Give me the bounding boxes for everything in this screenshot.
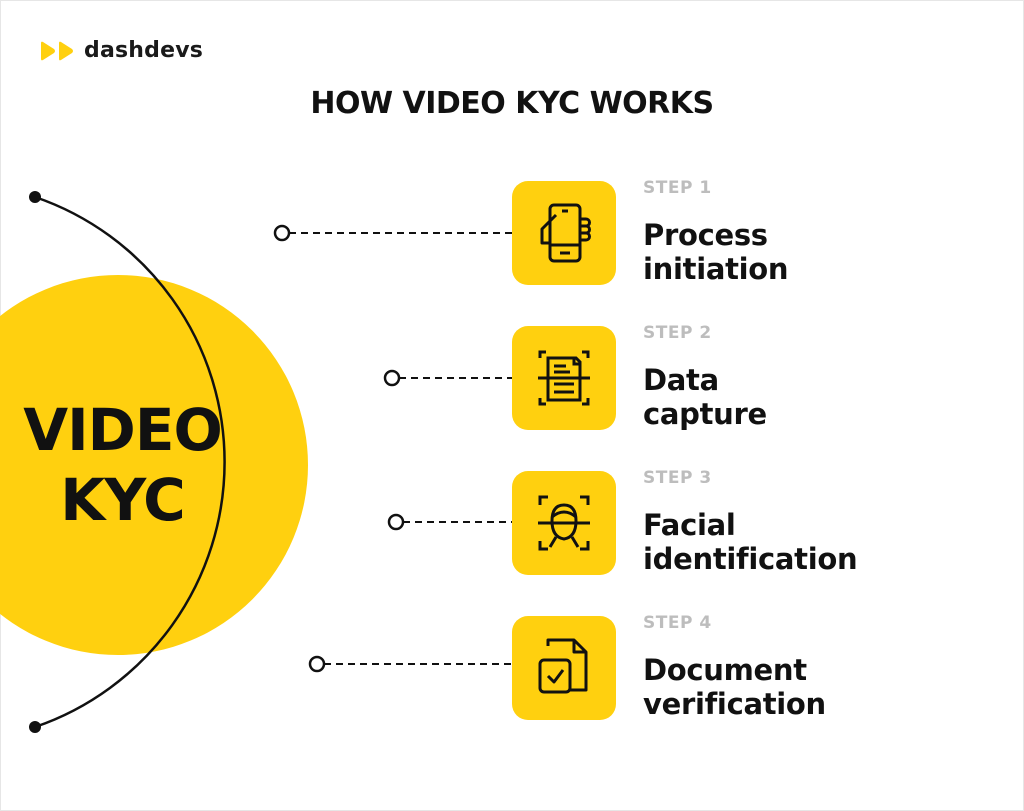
- page-title: HOW VIDEO KYC WORKS: [310, 86, 714, 121]
- step-title-line2: initiation: [643, 252, 789, 286]
- center-label: VIDEO KYC: [0, 395, 245, 535]
- step-title-line2: capture: [643, 397, 767, 431]
- step2-icon-box: [512, 326, 616, 430]
- step-title-line2: identification: [643, 542, 858, 576]
- center-circle: [0, 275, 308, 655]
- arc-end-bottom: [29, 721, 41, 733]
- logo-play-icon: [41, 41, 73, 60]
- document-check-icon: [538, 638, 588, 694]
- step-label: STEP 4: [643, 613, 712, 633]
- step4-icon-box: [512, 616, 616, 720]
- step-title-line1: Data: [643, 363, 719, 397]
- step1-icon-box: [512, 181, 616, 285]
- step-label: STEP 1: [643, 178, 712, 198]
- face-scan-icon: [538, 495, 590, 551]
- step-label: STEP 3: [643, 468, 712, 488]
- step-title-line1: Process: [643, 218, 768, 252]
- brand-name: dashdevs: [84, 38, 204, 63]
- step-title-line1: Document: [643, 653, 807, 687]
- connector-nodes: [273, 224, 405, 673]
- brand-logo: dashdevs: [40, 38, 203, 63]
- center-label-line2: KYC: [60, 466, 185, 534]
- step-title-line2: verification: [643, 687, 826, 721]
- step-title-line1: Facial: [643, 508, 736, 542]
- step-label: STEP 2: [643, 323, 712, 343]
- document-scan-icon: [538, 350, 590, 406]
- arc-end-top: [29, 191, 41, 203]
- hand-phone-icon: [540, 203, 591, 263]
- center-label-line1: VIDEO: [23, 396, 223, 464]
- outer-arc: [34, 195, 226, 729]
- connectors: [289, 232, 512, 665]
- step3-icon-box: [512, 471, 616, 575]
